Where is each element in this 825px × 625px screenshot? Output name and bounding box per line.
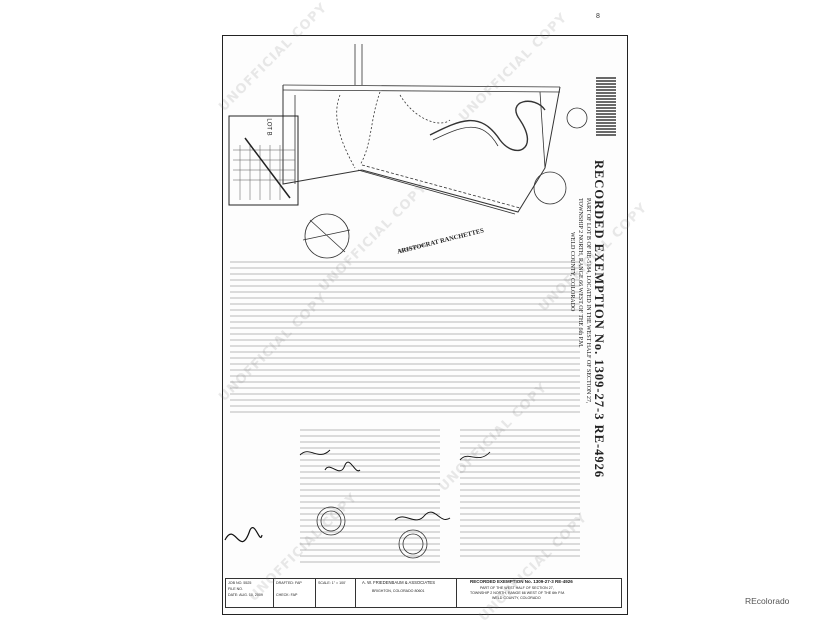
file-number: FILE NO. (228, 587, 243, 591)
job-number: JOB NO. 5525 (228, 581, 252, 585)
plat-subtitle-1: PART OF LOT B OF RE-5184, LOCATED IN THE… (585, 198, 591, 404)
signature-2 (394, 511, 451, 521)
recolorado-logo: REcolorado (745, 596, 790, 606)
plat-subtitle-2: TOWNSHIP 2 NORTH, RANGE 66 WEST OF THE 6… (577, 198, 583, 348)
firm-name: A. W. FRIEDENBAUM & ASSOCIATES (362, 580, 435, 585)
barcode (596, 77, 616, 136)
checked-by: CHECK: FAP (276, 593, 298, 597)
signature-3 (224, 527, 263, 543)
vicinity-map (228, 115, 299, 206)
cul-de-sac (533, 171, 567, 205)
curved-lot-line (429, 100, 546, 151)
plat-subtitle-3: WELD COUNTY, COLORADO (569, 232, 575, 312)
lot-label: LOT B (265, 118, 272, 136)
date: DATE: AUG. 10, 2009 (228, 593, 263, 597)
recorded-sub-1: PART OF THE WEST HALF OF SECTION 27, (480, 586, 554, 590)
parcel-boundary (282, 85, 561, 213)
recorded-sub-2: TOWNSHIP 2 NORTH, RANGE 66 WEST OF THE 6… (470, 591, 566, 595)
road-line (282, 84, 561, 88)
signature-1 (324, 461, 361, 472)
scale: SCALE: 1" = 100' (318, 581, 346, 585)
detail-circle (304, 213, 350, 259)
notary-seal (316, 506, 346, 536)
recorded-sub-3: WELD COUNTY, COLORADO (492, 596, 541, 600)
drafted-by: DRAFTED: FAP (276, 581, 302, 585)
surveyor-seal (398, 529, 428, 559)
recorded-title: RECORDED EXEMPTION No. 1309-27-3 RE-4926 (470, 579, 573, 584)
page-number: 8 (596, 13, 600, 20)
firm-address: BRIGHTON, COLORADO 80601 (372, 589, 425, 593)
easement-line (361, 164, 521, 209)
plat-sheet (222, 35, 628, 615)
plat-title: RECORDED EXEMPTION No. 1309-27-3 RE-4926 (592, 160, 606, 479)
